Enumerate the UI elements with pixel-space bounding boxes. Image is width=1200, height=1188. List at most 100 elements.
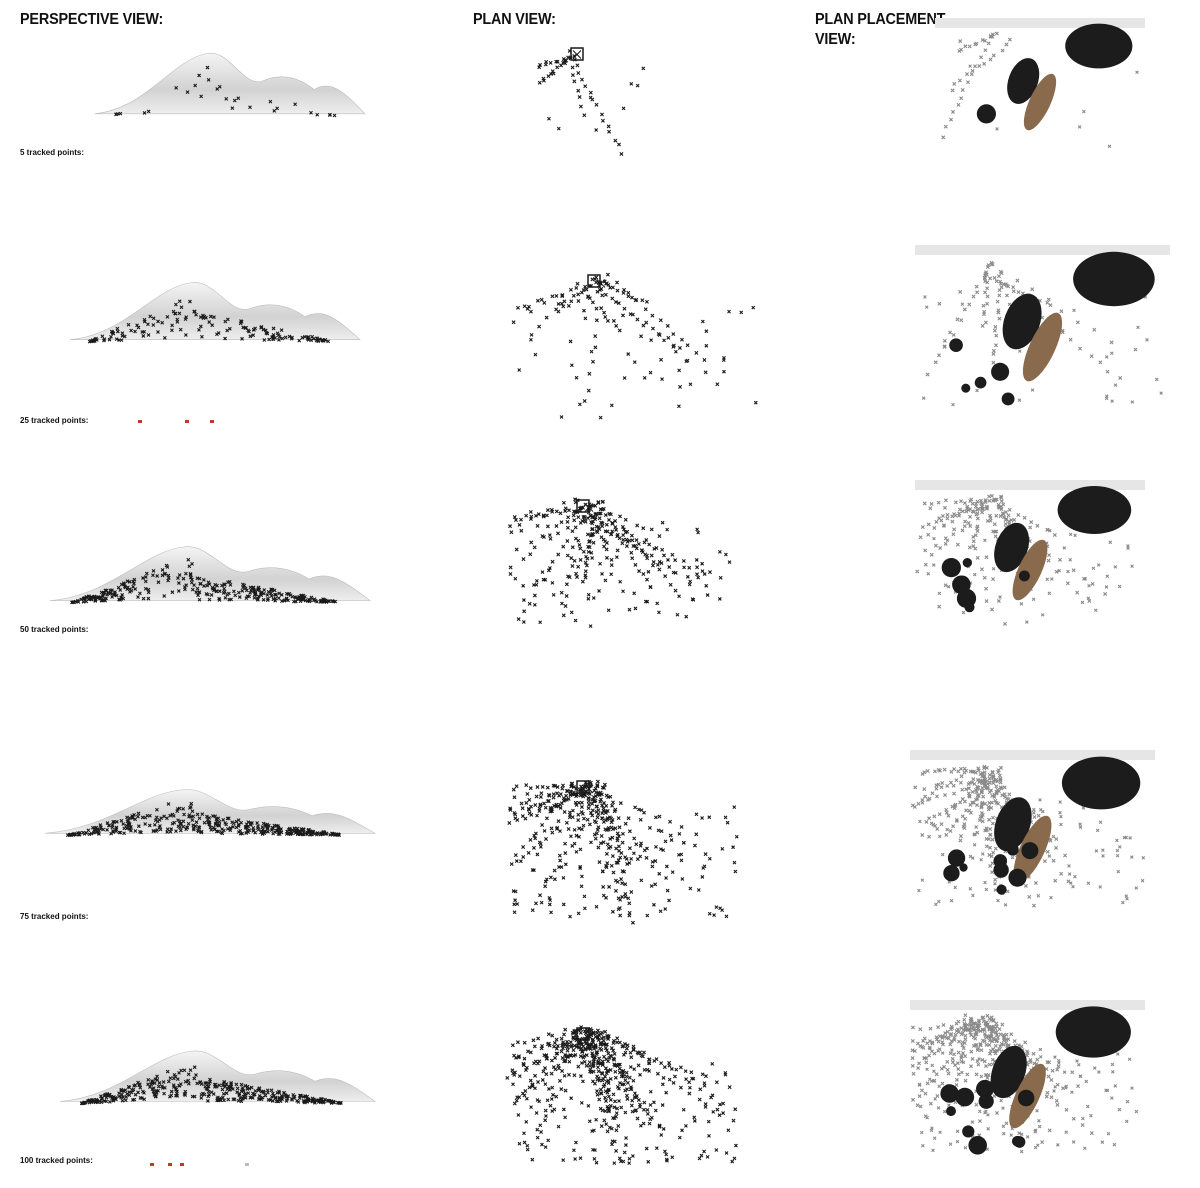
tracked-point bbox=[985, 280, 990, 285]
tracked-point bbox=[1082, 576, 1087, 581]
tracked-point bbox=[594, 904, 599, 909]
tracked-point bbox=[575, 575, 579, 580]
tracked-point bbox=[594, 1117, 599, 1122]
tracked-point bbox=[578, 1156, 583, 1161]
tracked-point bbox=[565, 1053, 570, 1058]
tracked-point bbox=[313, 831, 317, 836]
tracked-point bbox=[182, 812, 186, 817]
tracked-point bbox=[983, 498, 988, 503]
tracked-point bbox=[310, 334, 315, 339]
tracked-point bbox=[993, 846, 998, 851]
tracked-point bbox=[630, 1098, 635, 1103]
tracked-point bbox=[984, 887, 989, 892]
tracked-point bbox=[684, 1077, 688, 1081]
tracked-point bbox=[638, 817, 643, 822]
tracked-point bbox=[507, 820, 512, 825]
tracked-point bbox=[619, 1074, 624, 1079]
tracked-point bbox=[120, 1092, 124, 1097]
tracked-point bbox=[265, 822, 270, 827]
tracked-point bbox=[595, 1065, 600, 1070]
tracked-point bbox=[945, 1059, 950, 1064]
tracked-point bbox=[277, 832, 282, 836]
tracked-point bbox=[570, 65, 575, 70]
tracked-point bbox=[641, 1107, 646, 1112]
tracked-point bbox=[638, 1123, 643, 1128]
tracked-point bbox=[702, 864, 707, 869]
placement-view-5 bbox=[935, 18, 1145, 149]
tracked-point bbox=[136, 811, 141, 816]
tracked-point bbox=[650, 864, 655, 869]
tracked-point bbox=[1000, 1022, 1005, 1027]
tracked-point bbox=[534, 901, 538, 906]
tracked-point bbox=[587, 822, 592, 827]
tracked-point bbox=[948, 1142, 953, 1146]
tracked-point bbox=[538, 803, 543, 808]
tracked-point bbox=[608, 1097, 613, 1102]
tracked-point bbox=[952, 81, 957, 86]
tracked-point bbox=[601, 1038, 606, 1043]
tracked-point bbox=[1130, 564, 1134, 568]
tracked-point bbox=[513, 816, 518, 821]
tracked-point bbox=[1004, 293, 1009, 298]
tracked-point bbox=[946, 584, 951, 589]
tracked-point bbox=[528, 552, 533, 557]
tracked-point bbox=[704, 329, 709, 334]
tracked-point bbox=[1047, 1128, 1052, 1133]
tracked-point bbox=[220, 1095, 225, 1100]
tracked-point bbox=[181, 819, 186, 824]
tracked-point bbox=[920, 771, 925, 776]
tracked-point bbox=[639, 334, 644, 339]
perspective-view-25 bbox=[69, 282, 361, 344]
tracked-point bbox=[594, 318, 599, 323]
tracked-point bbox=[580, 874, 584, 879]
tracked-point bbox=[974, 1102, 979, 1107]
tracked-point bbox=[530, 908, 535, 913]
tracked-point bbox=[128, 590, 132, 594]
tracked-point bbox=[956, 769, 961, 774]
tracked-point bbox=[258, 591, 263, 595]
tracked-point bbox=[244, 831, 248, 835]
tracked-point bbox=[630, 1154, 635, 1158]
tracked-point bbox=[306, 337, 311, 342]
tracked-point bbox=[568, 287, 573, 292]
tracked-point bbox=[133, 829, 138, 833]
tracked-point bbox=[1083, 577, 1088, 581]
tracked-point bbox=[1105, 369, 1110, 374]
tracked-point bbox=[186, 1081, 191, 1086]
tracked-point bbox=[546, 1032, 551, 1037]
tracked-point bbox=[959, 318, 964, 323]
tracked-point bbox=[71, 833, 76, 837]
tracked-point bbox=[998, 269, 1003, 274]
tracked-point bbox=[973, 533, 978, 538]
tracked-point bbox=[257, 1094, 262, 1098]
tracked-point bbox=[620, 831, 625, 836]
tracked-point bbox=[608, 1053, 613, 1058]
tracked-point bbox=[286, 592, 291, 597]
tracked-point bbox=[977, 818, 982, 823]
tracked-point bbox=[614, 555, 619, 560]
tracked-point bbox=[952, 1052, 957, 1057]
tracked-point bbox=[197, 590, 201, 595]
tracked-point bbox=[540, 1077, 545, 1082]
tracked-point bbox=[936, 500, 941, 505]
tracked-point bbox=[725, 820, 730, 825]
tracked-point bbox=[931, 563, 936, 567]
tracked-point bbox=[1058, 557, 1063, 562]
tracked-point bbox=[684, 614, 689, 619]
tracked-point bbox=[169, 827, 174, 831]
tracked-point bbox=[956, 1072, 961, 1077]
placement-panel-75 bbox=[910, 750, 1155, 915]
red-marks-25 bbox=[130, 420, 230, 426]
tracked-point bbox=[545, 799, 550, 804]
tracked-point bbox=[610, 835, 615, 840]
tracked-point bbox=[1016, 513, 1021, 518]
tracked-point bbox=[1071, 568, 1076, 573]
tracked-point bbox=[564, 820, 569, 825]
tracked-point bbox=[975, 1048, 980, 1053]
tracked-point bbox=[276, 825, 281, 830]
tracked-point bbox=[544, 315, 549, 320]
tracked-point bbox=[653, 882, 658, 887]
tracked-point bbox=[957, 507, 962, 512]
tracked-point bbox=[973, 64, 978, 69]
tracked-point bbox=[1075, 590, 1080, 595]
